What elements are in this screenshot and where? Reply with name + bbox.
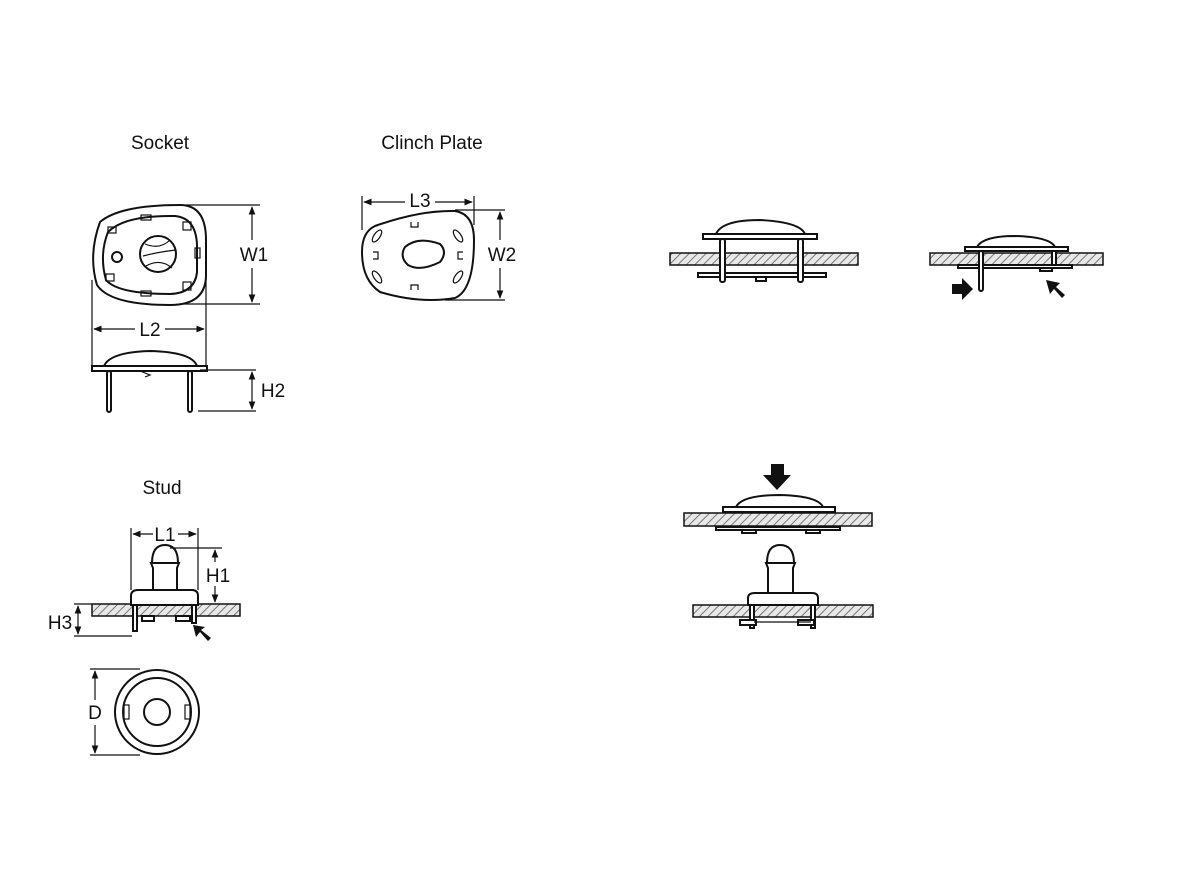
- stud-bottom-view: [114, 669, 200, 755]
- dim-d-label: D: [88, 703, 102, 724]
- assembly-step-3-socket: [683, 493, 873, 534]
- socket-side-view: [91, 349, 208, 413]
- stud-title: Stud: [142, 478, 181, 499]
- dim-h1-label: H1: [206, 566, 230, 587]
- clinch-plate-top-view: [360, 209, 476, 301]
- assembly-step-1: [669, 218, 859, 283]
- socket-title: Socket: [131, 133, 190, 154]
- push-arrow-icon: [193, 625, 211, 641]
- dim-l1-label: L1: [154, 525, 175, 546]
- dim-w2-label: W2: [488, 245, 517, 266]
- dim-w1-label: W1: [240, 245, 269, 266]
- stud-side-view: [91, 543, 241, 632]
- dim-h3-label: H3: [48, 613, 72, 634]
- assembly-step-2: [929, 234, 1104, 292]
- push-up-left-arrow-icon: [1046, 280, 1065, 298]
- push-right-arrow-icon: [952, 278, 973, 300]
- dim-h2-label: H2: [261, 381, 285, 402]
- clinch-plate-title: Clinch Plate: [381, 133, 482, 154]
- dim-l2-label: L2: [139, 320, 160, 341]
- socket-top-view: [92, 203, 207, 307]
- dim-l3-label: L3: [409, 191, 430, 212]
- assembly-step-3-stud: [692, 543, 874, 629]
- push-down-arrow-icon: [763, 464, 791, 490]
